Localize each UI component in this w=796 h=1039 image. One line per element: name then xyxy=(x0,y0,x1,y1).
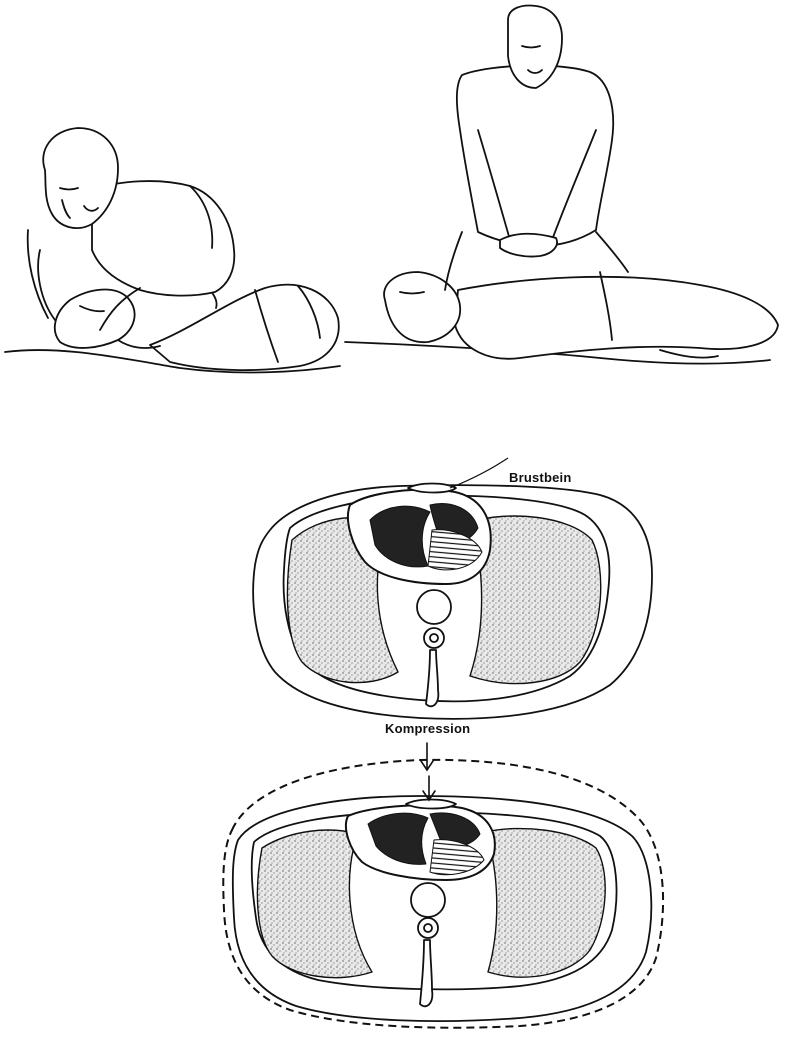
chest-compression-scene xyxy=(345,6,778,364)
rescue-breathing-scene xyxy=(5,128,340,372)
thorax-cross-section-compressed xyxy=(223,760,663,1028)
sternum-label: Brustbein xyxy=(509,470,571,485)
compression-arrow-icon xyxy=(421,743,433,770)
thorax-cross-section-rest xyxy=(253,458,652,719)
compression-label: Kompression xyxy=(385,721,470,736)
